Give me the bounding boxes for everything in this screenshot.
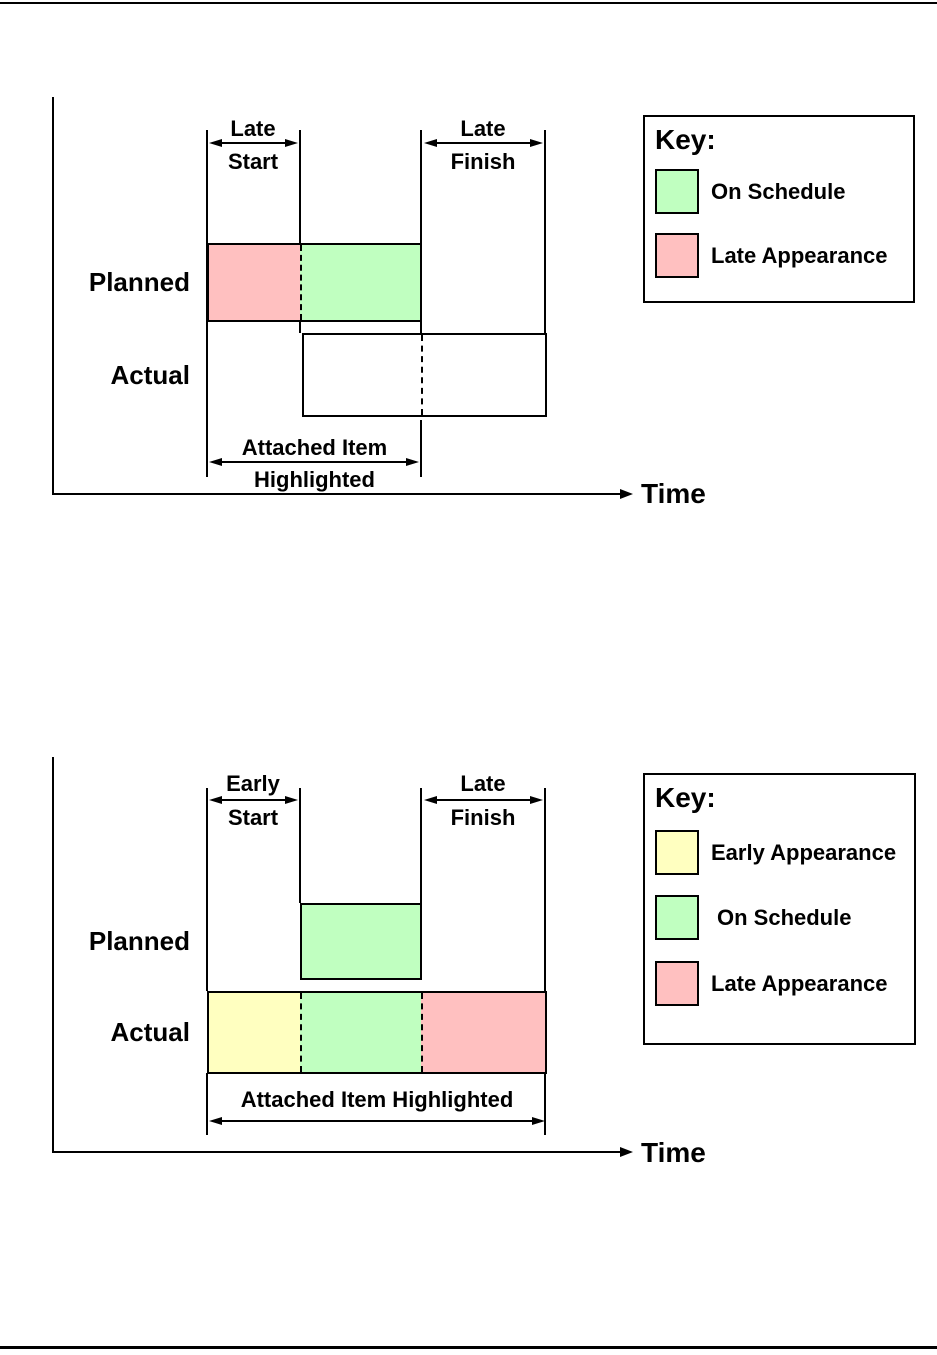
time-label: Time xyxy=(641,478,706,509)
key-title: Key: xyxy=(655,124,716,155)
key-label-late-appearance: Late Appearance xyxy=(711,971,888,996)
attached-item-label: Attached Item Highlighted xyxy=(240,1087,514,1112)
key-label-on-schedule: On Schedule xyxy=(717,905,852,930)
actual-bar xyxy=(207,991,547,1074)
y-axis xyxy=(52,97,54,495)
key-title: Key: xyxy=(655,782,716,813)
extension-line-early-start-left-lower xyxy=(206,1073,208,1135)
late-finish-label-bottom: Finish xyxy=(450,805,516,830)
y-axis xyxy=(52,757,54,1153)
extension-line-late-finish-right-lower xyxy=(544,1073,546,1135)
key-label-on-schedule: On Schedule xyxy=(711,179,846,204)
extension-line-early-start-left xyxy=(206,788,208,991)
dim-arrowhead-left-icon xyxy=(209,1117,222,1125)
key-box: Key: Early Appearance On Schedule Late A… xyxy=(643,773,916,1045)
late-start-label-bottom: Start xyxy=(227,149,279,174)
segment-divider xyxy=(421,993,423,1072)
dim-arrow-line xyxy=(436,799,530,801)
x-axis xyxy=(52,1151,620,1153)
dim-arrow-line xyxy=(221,1120,533,1122)
extension-line-late-finish-left xyxy=(420,130,422,333)
extension-line-late-finish-right xyxy=(544,130,546,333)
row-label-planned: Planned xyxy=(88,926,190,956)
actual-bar-late-segment xyxy=(421,993,545,1072)
dim-arrow-line xyxy=(221,799,285,801)
early-start-label-bottom: Start xyxy=(227,805,279,830)
row-label-actual: Actual xyxy=(110,1017,190,1047)
key-swatch-early-appearance xyxy=(655,830,699,875)
dim-arrowhead-right-icon xyxy=(532,1117,545,1125)
segment-divider xyxy=(421,335,423,415)
attached-item-label-line1: Attached Item xyxy=(241,435,388,460)
actual-bar-early-segment xyxy=(209,993,300,1072)
actual-bar-on-schedule-segment xyxy=(300,993,421,1072)
page-border-bottom xyxy=(0,1346,937,1349)
late-start-label-top: Late xyxy=(230,116,276,141)
extension-line-late-start-right xyxy=(299,130,301,333)
extension-line-late-finish-left-lower xyxy=(420,420,422,477)
x-axis-arrowhead-icon xyxy=(620,489,633,499)
page-border-top xyxy=(0,2,937,4)
x-axis xyxy=(52,493,620,495)
planned-bar xyxy=(300,903,422,980)
key-swatch-on-schedule xyxy=(655,169,699,214)
x-axis-arrowhead-icon xyxy=(620,1147,633,1157)
late-finish-label-top: Late xyxy=(460,771,506,796)
dim-arrowhead-right-icon xyxy=(530,139,543,147)
row-label-actual: Actual xyxy=(110,360,190,390)
dim-arrow-line xyxy=(436,142,530,144)
attached-item-label-line2: Highlighted xyxy=(254,467,375,492)
key-box: Key: On Schedule Late Appearance xyxy=(643,115,915,303)
dim-arrowhead-right-icon xyxy=(530,796,543,804)
late-finish-label-bottom: Finish xyxy=(450,149,516,174)
extension-line-late-finish-right xyxy=(544,788,546,991)
dim-arrowhead-right-icon xyxy=(406,458,419,466)
planned-bar-on-schedule-segment xyxy=(300,245,420,320)
dim-arrowhead-right-icon xyxy=(285,796,298,804)
key-swatch-on-schedule xyxy=(655,895,699,940)
dim-arrowhead-left-icon xyxy=(209,139,222,147)
dim-arrow-line xyxy=(221,461,407,463)
dim-arrowhead-left-icon xyxy=(209,458,222,466)
early-start-label-top: Early xyxy=(226,771,280,796)
dim-arrowhead-left-icon xyxy=(424,139,437,147)
segment-divider xyxy=(300,245,302,320)
planned-bar xyxy=(207,243,422,322)
extension-line-early-start-right xyxy=(299,788,301,903)
key-swatch-late-appearance xyxy=(655,961,699,1006)
key-label-early-appearance: Early Appearance xyxy=(711,840,897,865)
dim-arrowhead-left-icon xyxy=(424,796,437,804)
dim-arrowhead-right-icon xyxy=(285,139,298,147)
key-label-late-appearance: Late Appearance xyxy=(711,243,888,268)
extension-line-late-finish-left xyxy=(420,788,422,903)
dim-arrowhead-left-icon xyxy=(209,796,222,804)
planned-bar-on-schedule-segment xyxy=(302,905,420,978)
segment-divider xyxy=(300,993,302,1072)
row-label-planned: Planned xyxy=(88,267,190,297)
actual-bar xyxy=(302,333,547,417)
late-finish-label-top: Late xyxy=(460,116,506,141)
dim-arrow-line xyxy=(221,142,285,144)
key-swatch-late-appearance xyxy=(655,233,699,278)
time-label: Time xyxy=(641,1137,706,1168)
planned-bar-late-segment xyxy=(209,245,300,320)
